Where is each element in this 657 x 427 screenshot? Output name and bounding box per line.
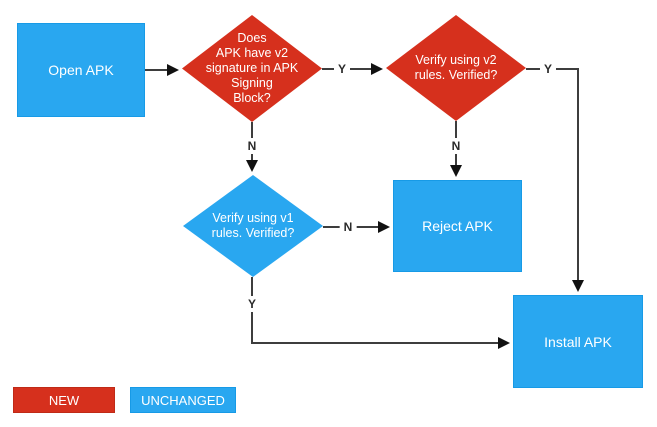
node-v2-signature-check: Does APK have v2 signature in APK Signin…	[182, 15, 322, 122]
node-verify-v2: Verify using v2 rules. Verified?	[386, 15, 526, 121]
node-install-apk-label: Install APK	[544, 333, 612, 350]
node-reject-apk: Reject APK	[393, 180, 522, 272]
node-verify-v1: Verify using v1 rules. Verified?	[183, 175, 323, 277]
legend-new: NEW	[13, 387, 115, 413]
node-install-apk: Install APK	[513, 295, 643, 388]
legend-unchanged: UNCHANGED	[130, 387, 236, 413]
legend-new-label: NEW	[48, 392, 80, 408]
edge-verifyv1-to-install	[251, 277, 510, 349]
node-verify-v2-label: Verify using v2 rules. Verified?	[414, 53, 498, 82]
edge-label-verifyv2-to-install: Y	[539, 61, 557, 77]
edge-label-verifyv2-to-reject: N	[447, 138, 465, 154]
edge-label-v2check-to-verifyv1: N	[243, 138, 261, 154]
edge-verifyv2-to-install	[526, 68, 584, 292]
node-open-apk: Open APK	[17, 23, 145, 117]
node-verify-v1-label: Verify using v1 rules. Verified?	[211, 211, 295, 240]
edge-label-verifyv1-to-reject: N	[339, 219, 357, 235]
edge-label-verifyv1-to-install: Y	[243, 296, 261, 312]
node-reject-apk-label: Reject APK	[422, 218, 493, 234]
node-open-apk-label: Open APK	[48, 62, 114, 78]
edge-label-v2check-to-verifyv2: Y	[333, 61, 351, 77]
node-v2-signature-check-label: Does APK have v2 signature in APK Signin…	[205, 31, 299, 105]
legend-unchanged-label: UNCHANGED	[141, 392, 225, 408]
